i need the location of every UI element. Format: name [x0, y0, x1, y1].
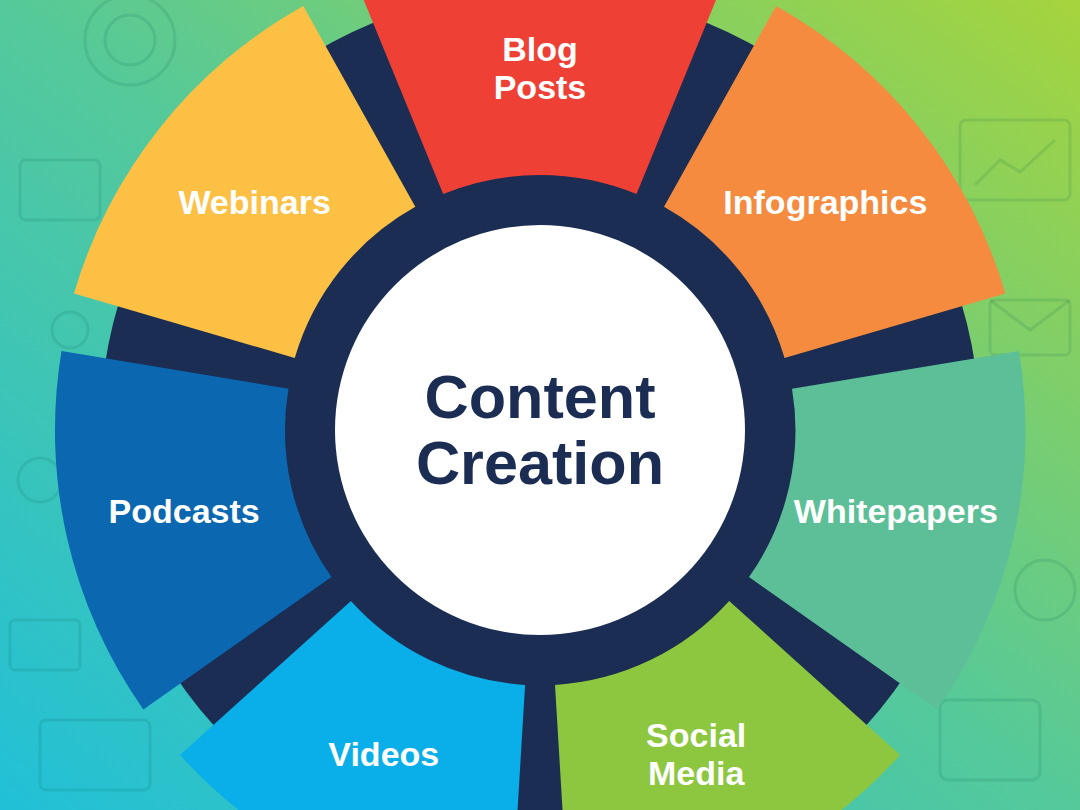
segment-label: Webinars — [135, 183, 375, 221]
segment-label: Social Media — [616, 716, 776, 792]
target-doodle — [85, 0, 175, 85]
bubble-doodle — [18, 458, 62, 502]
content-segment: Social Media — [555, 601, 900, 810]
chart-doodle — [975, 140, 1055, 185]
segment-wedge — [74, 6, 415, 358]
segment-label: Videos — [284, 735, 484, 773]
center-circle: Content Creation — [335, 225, 745, 635]
content-segment: Webinars — [74, 6, 415, 358]
bubble-doodle — [52, 312, 88, 348]
mail-doodle — [990, 300, 1070, 355]
segment-wedge — [55, 351, 331, 709]
puzzle-doodle — [940, 700, 1040, 780]
segment-label: Blog Posts — [465, 30, 615, 106]
chart-doodle — [960, 120, 1070, 200]
segment-shape — [664, 6, 1005, 358]
center-title: Content Creation — [370, 364, 710, 496]
content-segment: Infographics — [664, 6, 1005, 358]
content-segment: Blog Posts — [356, 0, 724, 194]
coin-doodle — [1015, 560, 1075, 620]
segment-label: Podcasts — [64, 492, 304, 530]
segment-wedge — [356, 0, 724, 194]
segment-wedge — [555, 601, 900, 810]
card-doodle — [10, 620, 80, 670]
content-segment: Podcasts — [55, 351, 331, 709]
slide-doodle — [40, 720, 150, 790]
segment-label: Infographics — [690, 183, 960, 221]
segment-label: Whitepapers — [761, 492, 1031, 530]
segment-wedge — [664, 6, 1005, 358]
mail-doodle — [990, 300, 1070, 330]
target-doodle — [105, 15, 155, 65]
segment-shape — [74, 6, 415, 358]
screen-doodle — [20, 160, 100, 220]
